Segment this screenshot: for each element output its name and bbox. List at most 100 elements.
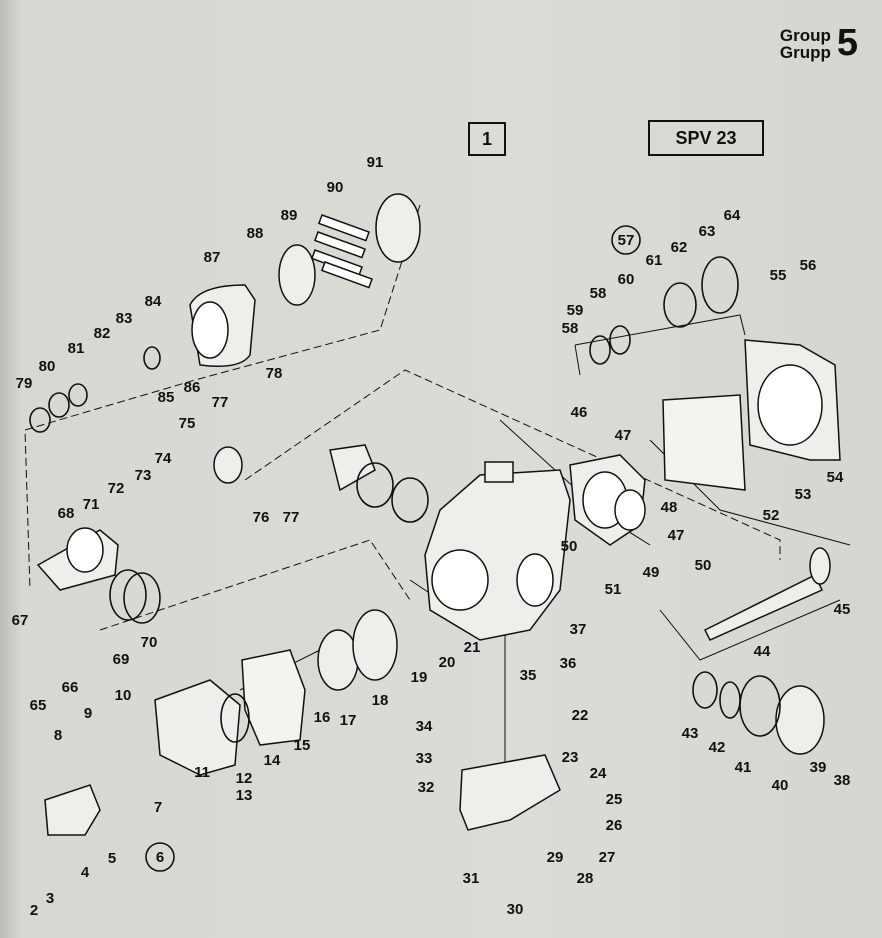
callout-51: 51 — [605, 581, 622, 598]
callout-38: 38 — [834, 772, 851, 789]
charge-pump-housing — [154, 679, 241, 776]
control-valve-block — [459, 754, 561, 831]
callout-34: 34 — [416, 718, 433, 735]
swashplate — [329, 444, 376, 492]
callout-78: 78 — [266, 365, 283, 382]
callout-84: 84 — [145, 293, 162, 310]
callout-86: 86 — [184, 379, 201, 396]
callout-50: 50 — [561, 538, 578, 555]
callout-44: 44 — [754, 643, 771, 660]
bearing-17 — [317, 629, 359, 691]
callout-58: 58 — [562, 320, 579, 337]
callout-24: 24 — [590, 765, 607, 782]
callout-73: 73 — [135, 467, 152, 484]
main-housing — [424, 461, 571, 641]
callout-22: 22 — [572, 707, 589, 724]
callout-82: 82 — [94, 325, 111, 342]
callout-64: 64 — [724, 207, 741, 224]
callout-80: 80 — [39, 358, 56, 375]
charge-gasket — [241, 649, 306, 746]
callout-36: 36 — [560, 655, 577, 672]
callout-77b: 77 — [283, 509, 300, 526]
callout-2: 2 — [30, 902, 38, 919]
callout-88: 88 — [247, 225, 264, 242]
callout-76: 76 — [253, 509, 270, 526]
callout-4: 4 — [81, 864, 90, 881]
group-number: 5 — [836, 22, 858, 64]
callout-10: 10 — [115, 687, 132, 704]
callout-71: 71 — [83, 496, 100, 513]
callout-47b: 47 — [668, 527, 685, 544]
callout-33: 33 — [416, 750, 433, 767]
callout-46: 46 — [571, 404, 588, 421]
callout-55: 55 — [770, 267, 787, 284]
callout-83: 83 — [116, 310, 133, 327]
callout-69: 69 — [113, 651, 130, 668]
callout-29: 29 — [547, 849, 564, 866]
piston-set — [310, 214, 373, 289]
callout-37: 37 — [570, 621, 587, 638]
end-cover-assembly — [569, 454, 646, 546]
drive-shaft — [703, 547, 831, 641]
callout-53: 53 — [795, 486, 812, 503]
callout-74: 74 — [155, 450, 172, 467]
callout-81: 81 — [68, 340, 85, 357]
callout-50b: 50 — [695, 557, 712, 574]
callout-87: 87 — [204, 249, 221, 266]
plate-18 — [352, 609, 398, 681]
callout-45: 45 — [834, 601, 851, 618]
circled-callouts — [145, 225, 641, 872]
callout-15: 15 — [294, 737, 311, 754]
callout-70: 70 — [141, 634, 158, 651]
callout-67: 67 — [12, 612, 29, 629]
callout-26: 26 — [606, 817, 623, 834]
callout-60: 60 — [618, 271, 635, 288]
callout-21: 21 — [464, 639, 481, 656]
port-plate — [375, 193, 421, 263]
callout-23: 23 — [562, 749, 579, 766]
callout-90: 90 — [327, 179, 344, 196]
callout-17: 17 — [340, 712, 357, 729]
callout-32: 32 — [418, 779, 435, 796]
callout-89: 89 — [281, 207, 298, 224]
rings-and-seals — [29, 256, 781, 743]
callout-59: 59 — [567, 302, 584, 319]
callout-56: 56 — [800, 257, 817, 274]
callout-49: 49 — [643, 564, 660, 581]
callout-30: 30 — [507, 901, 524, 918]
callout-3: 3 — [46, 890, 54, 907]
callout-5: 5 — [108, 850, 116, 867]
callout-62: 62 — [671, 239, 688, 256]
callout-54: 54 — [827, 469, 844, 486]
retainer-plate — [278, 244, 316, 306]
callout-61: 61 — [646, 252, 663, 269]
gasket — [662, 394, 746, 491]
callout-65: 65 — [30, 697, 47, 714]
callout-14: 14 — [264, 752, 281, 769]
callout-57-circled: 57 — [618, 232, 635, 249]
rear-cover — [744, 339, 841, 461]
servo-end-cap — [66, 527, 104, 573]
callout-43: 43 — [682, 725, 699, 742]
callout-27: 27 — [599, 849, 616, 866]
callout-8: 8 — [54, 727, 62, 744]
callout-68: 68 — [58, 505, 75, 522]
cylinder-block — [189, 284, 256, 367]
callout-66: 66 — [62, 679, 79, 696]
pump-parts — [36, 193, 841, 836]
callout-72: 72 — [108, 480, 125, 497]
callout-31: 31 — [463, 870, 480, 887]
group-header: Group Grupp 5 — [780, 22, 858, 65]
group-label-sv: Grupp — [779, 42, 831, 62]
callout-13: 13 — [236, 787, 253, 804]
callout-91: 91 — [367, 154, 384, 171]
callout-12: 12 — [236, 770, 253, 787]
callout-39: 39 — [810, 759, 827, 776]
callout-41: 41 — [735, 759, 752, 776]
callout-77: 77 — [212, 394, 229, 411]
callout-7: 7 — [154, 799, 162, 816]
callout-19: 19 — [411, 669, 428, 686]
